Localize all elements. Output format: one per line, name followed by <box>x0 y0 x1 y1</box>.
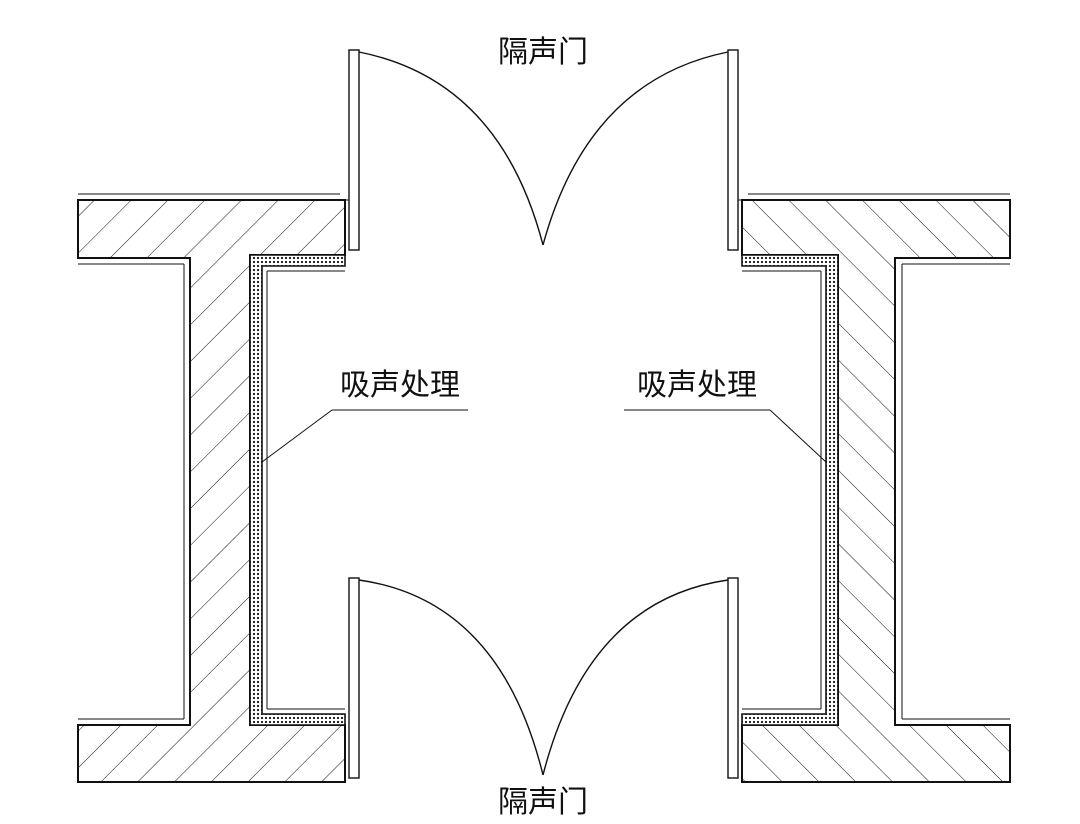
absorption-lining-left <box>249 254 346 726</box>
label-door-top: 隔声门 <box>498 35 588 70</box>
left-wall <box>77 193 346 783</box>
bottom-soundproof-door <box>348 577 739 779</box>
right-wall <box>741 193 1011 783</box>
label-door-bottom: 隔声门 <box>498 785 588 820</box>
top-soundproof-door <box>343 49 744 251</box>
absorption-lining-right <box>741 254 839 726</box>
label-absorb-right: 吸声处理 <box>637 368 757 403</box>
leader-lines <box>261 409 827 463</box>
label-absorb-left: 吸声处理 <box>340 368 460 403</box>
